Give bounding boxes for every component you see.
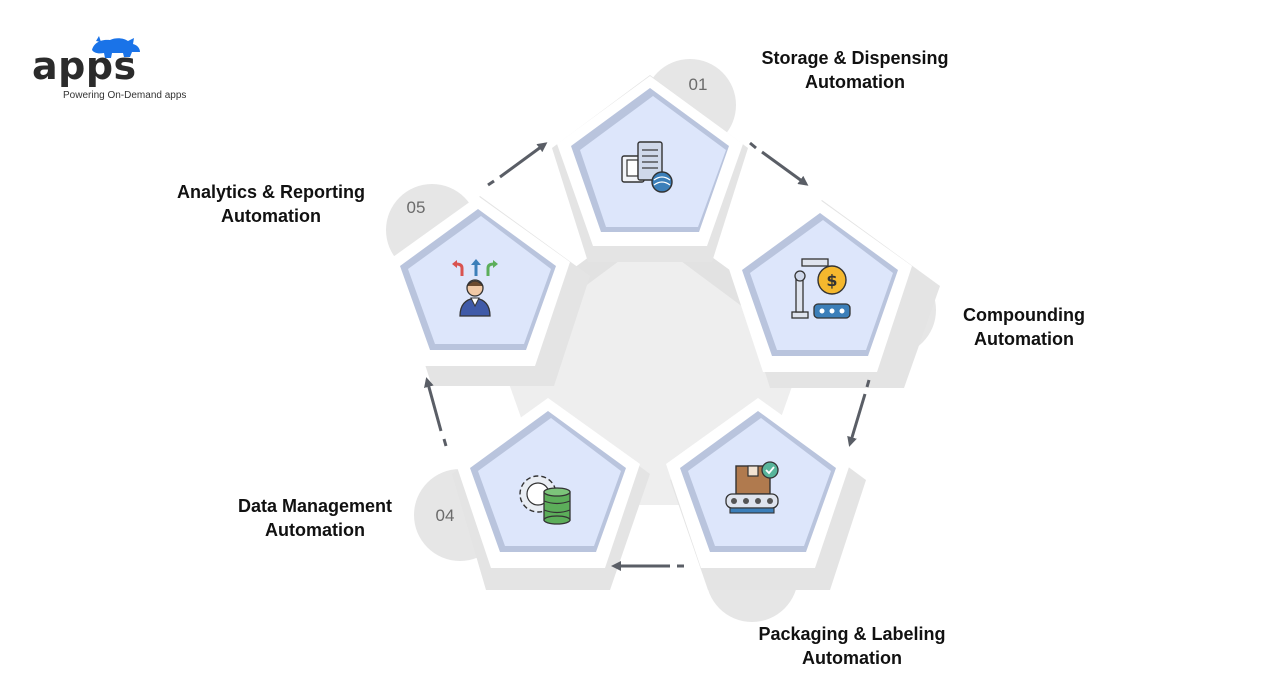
arrow-04-to-05: [424, 377, 448, 447]
step-01-title-line1: Storage & Dispensing: [761, 48, 949, 68]
robotic-arm-dollar-icon: $: [791, 258, 851, 319]
step-04-title-line2: Automation: [265, 520, 365, 540]
person-decision-arrows-icon: [452, 259, 498, 317]
svg-text:$: $: [826, 271, 837, 290]
step-04-title-line1: Data Management: [237, 496, 393, 516]
arrow-05-to-01: [487, 142, 548, 187]
step-05-title-line2: Automation: [221, 206, 321, 226]
logo-tagline: Powering On-Demand apps: [63, 90, 187, 101]
step-05-pentagon: [408, 216, 551, 344]
package-conveyor-icon: [725, 461, 779, 514]
step-02-node: 02 $: [728, 200, 940, 388]
gear-database-icon: [519, 475, 571, 525]
logo-wordmark: apps: [32, 44, 137, 88]
step-05-number: 05: [407, 198, 426, 217]
storage-dispensing-icon: [621, 141, 673, 193]
step-02-title-line1: Compounding: [963, 305, 1085, 325]
step-01-number: 01: [689, 75, 708, 94]
step-04-node: 04: [414, 398, 650, 590]
step-02-title: Compounding Automation: [934, 303, 1114, 351]
step-02-title-line2: Automation: [974, 329, 1074, 349]
step-01-node: 01: [552, 59, 748, 262]
step-01-title-line2: Automation: [805, 72, 905, 92]
step-04-title: Data Management Automation: [210, 494, 420, 542]
rhino-logo-icon: [92, 36, 140, 58]
step-03-title: Packaging & Labeling Automation: [741, 622, 963, 670]
step-05-title-line1: Analytics & Reporting: [176, 182, 366, 202]
arrow-01-to-02: [749, 141, 809, 186]
step-03-title-line2: Automation: [802, 648, 902, 668]
arrow-02-to-03: [847, 379, 871, 447]
step-01-title: Storage & Dispensing Automation: [745, 46, 965, 94]
step-05-title: Analytics & Reporting Automation: [156, 180, 386, 228]
step-04-number: 04: [436, 506, 455, 525]
step-03-node: 03: [666, 398, 866, 622]
step-03-title-line1: Packaging & Labeling: [758, 624, 946, 644]
step-05-node: 05: [386, 184, 590, 386]
